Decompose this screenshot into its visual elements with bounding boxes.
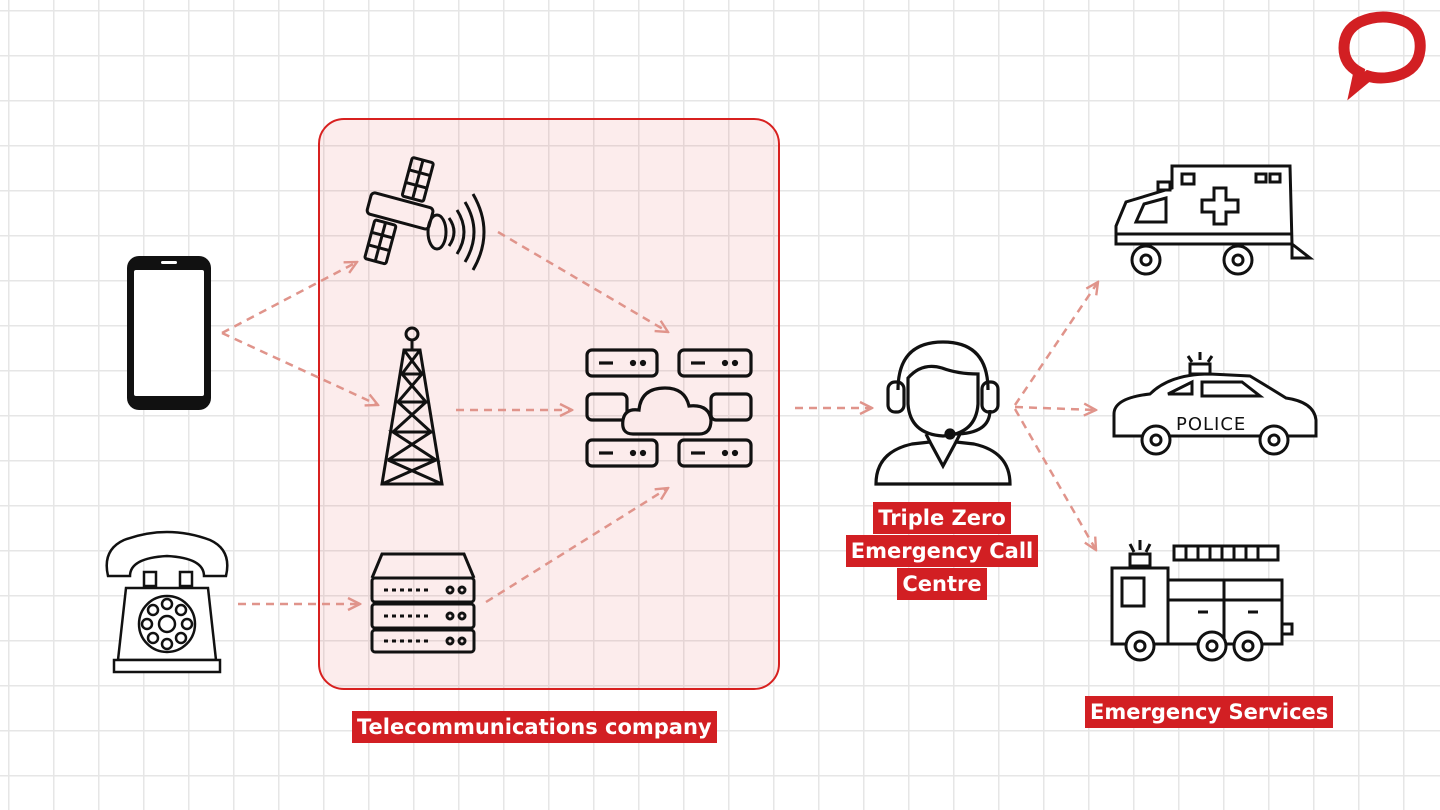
arrow-operator-police	[1014, 407, 1096, 410]
server-rack-icon	[370, 552, 476, 654]
call-centre-label: Triple Zero Emergency Call Centre	[842, 502, 1042, 600]
ambulance-icon	[1110, 160, 1312, 278]
satellite-icon	[355, 152, 495, 287]
call-centre-label-line-2: Emergency Call	[845, 535, 1039, 567]
rotary-telephone-icon	[100, 528, 234, 676]
cell-tower-icon	[378, 324, 446, 488]
police-decal-text: POLICE	[1176, 414, 1247, 435]
call-centre-label-line-3: Centre	[897, 568, 987, 600]
arrow-phone-tower	[221, 331, 378, 405]
mobile-phone-icon	[127, 256, 211, 410]
cloud-network-icon	[585, 348, 753, 470]
police-car-icon	[1110, 348, 1318, 460]
telco-label: Telecommunications company	[352, 711, 717, 743]
call-centre-label-line-1: Triple Zero	[873, 502, 1011, 534]
speech-bubble-logo-icon	[1340, 14, 1426, 88]
fire-truck-icon	[1108, 536, 1294, 664]
emergency-services-label: Emergency Services	[1085, 696, 1334, 728]
call-operator-headset-icon	[872, 334, 1014, 486]
arrow-operator-ambulance	[1013, 282, 1098, 406]
arrow-exchange-cloud	[485, 488, 668, 604]
arrow-satellite-cloud	[497, 230, 668, 332]
arrow-phone-satellite	[221, 262, 357, 335]
